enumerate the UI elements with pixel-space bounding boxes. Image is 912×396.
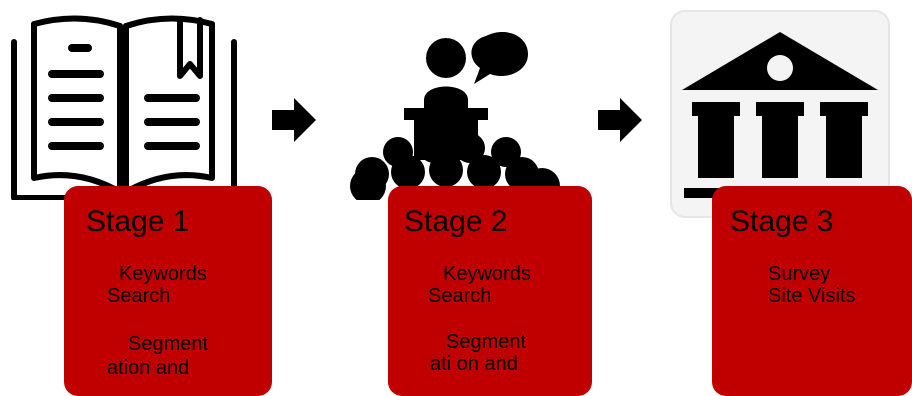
stage-3-line: Survey bbox=[768, 263, 831, 285]
stage-3-box: Stage 3 Survey Site Visits bbox=[712, 186, 912, 396]
stage-1-box: Stage 1 Keywords Search Segment ation an… bbox=[64, 186, 272, 396]
stage-2-box: Stage 2 Keywords Search Segment ati on a… bbox=[388, 186, 592, 396]
open-book-icon bbox=[11, 15, 237, 200]
stage-2-title: Stage 2 bbox=[404, 205, 508, 238]
stage-2-line: Segment bbox=[446, 331, 527, 353]
stage-3-line: Site Visits bbox=[768, 285, 856, 307]
stage-2-line: Keywords bbox=[443, 263, 531, 285]
arrow-right-icon bbox=[272, 98, 316, 142]
stage-2-line: Search bbox=[428, 285, 492, 307]
institution-building-icon bbox=[670, 10, 890, 218]
speaker-audience-icon bbox=[350, 32, 560, 200]
stage-1-line: ation and bbox=[107, 357, 190, 379]
stage-1-line: Search bbox=[107, 285, 171, 307]
arrow-right-icon bbox=[598, 98, 642, 142]
stage-1-title: Stage 1 bbox=[86, 205, 190, 238]
stage-1-line: Segment bbox=[128, 333, 209, 355]
stage-1-line: Keywords bbox=[119, 263, 207, 285]
stage-3-title: Stage 3 bbox=[730, 205, 834, 238]
stage-2-line: ati on and bbox=[430, 353, 518, 375]
